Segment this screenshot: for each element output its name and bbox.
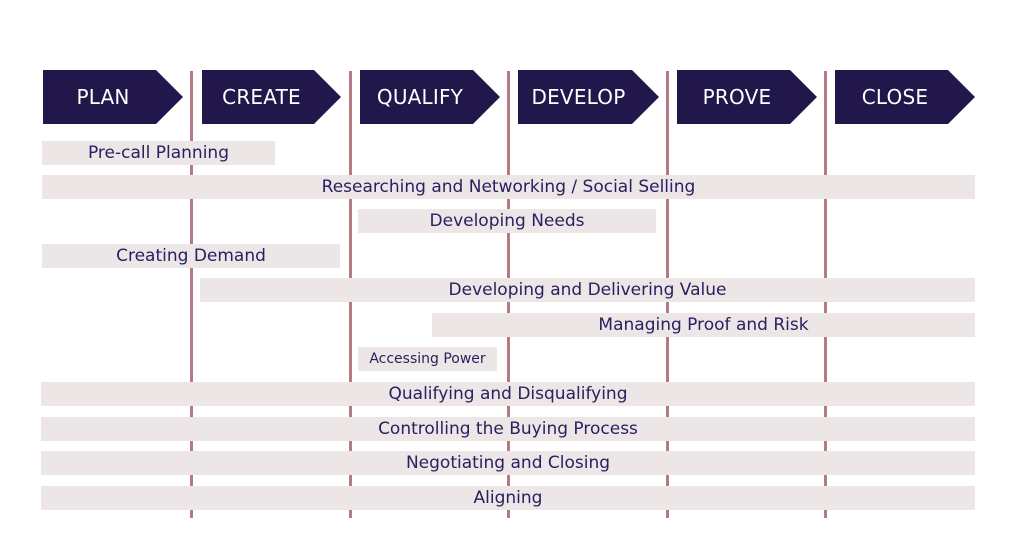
activity-label: Developing and Delivering Value bbox=[448, 280, 727, 300]
activity-negotiating-closing: Negotiating and Closing bbox=[41, 451, 975, 475]
phase-close: CLOSE bbox=[835, 70, 975, 124]
phase-prove: PROVE bbox=[677, 70, 817, 124]
activity-label: Accessing Power bbox=[369, 351, 486, 367]
phase-label: DEVELOP bbox=[531, 85, 626, 109]
activity-label: Creating Demand bbox=[116, 246, 266, 266]
phase-plan: PLAN bbox=[43, 70, 183, 124]
activity-managing-proof-risk: Managing Proof and Risk bbox=[432, 313, 975, 337]
activity-label: Pre-call Planning bbox=[87, 143, 229, 163]
phase-label: CLOSE bbox=[861, 85, 929, 109]
phase-label: PROVE bbox=[702, 85, 772, 109]
activity-label: Qualifying and Disqualifying bbox=[388, 384, 628, 404]
activity-accessing-power: Accessing Power bbox=[358, 347, 497, 371]
phase-develop: DEVELOP bbox=[518, 70, 659, 124]
activity-label: Negotiating and Closing bbox=[405, 453, 611, 473]
activity-controlling-buying-process: Controlling the Buying Process bbox=[41, 417, 975, 441]
phase-qualify: QUALIFY bbox=[360, 70, 500, 124]
activity-qualifying-disqualifying: Qualifying and Disqualifying bbox=[41, 382, 975, 406]
activity-developing-delivering-value: Developing and Delivering Value bbox=[200, 278, 975, 302]
activity-developing-needs: Developing Needs bbox=[358, 209, 656, 233]
phase-label: CREATE bbox=[222, 85, 301, 109]
phase-label: QUALIFY bbox=[376, 85, 464, 109]
activity-researching-networking: Researching and Networking / Social Sell… bbox=[42, 175, 975, 199]
activity-label: Researching and Networking / Social Sell… bbox=[321, 177, 696, 197]
activity-label: Developing Needs bbox=[429, 211, 585, 231]
phase-create: CREATE bbox=[202, 70, 341, 124]
activity-label: Managing Proof and Risk bbox=[598, 315, 809, 335]
activity-pre-call-planning: Pre-call Planning bbox=[42, 141, 275, 165]
phase-label: PLAN bbox=[76, 85, 130, 109]
activity-label: Aligning bbox=[473, 488, 543, 508]
phase-divider bbox=[190, 71, 193, 518]
activity-aligning: Aligning bbox=[41, 486, 975, 510]
activity-creating-demand: Creating Demand bbox=[42, 244, 340, 268]
activity-label: Controlling the Buying Process bbox=[378, 419, 638, 439]
